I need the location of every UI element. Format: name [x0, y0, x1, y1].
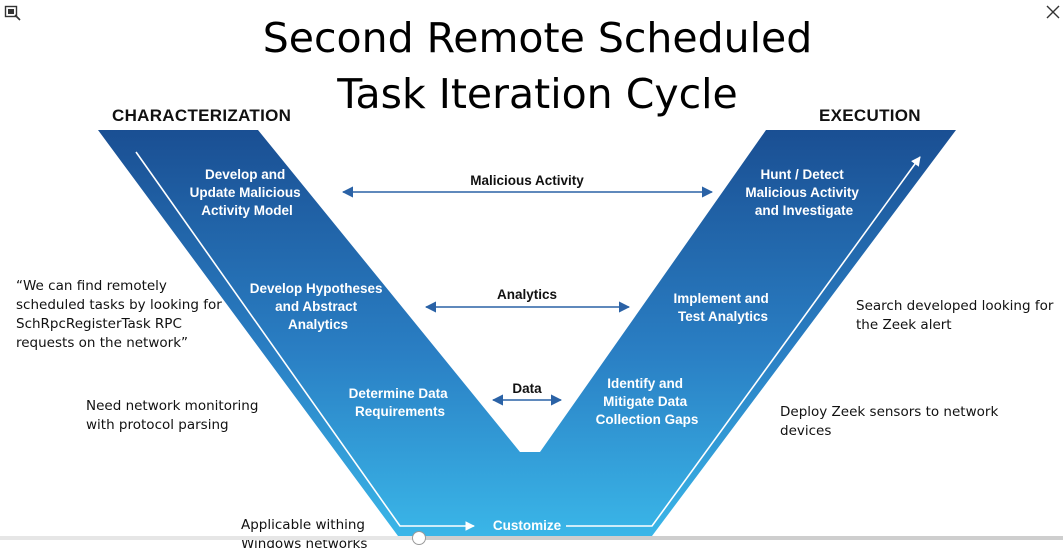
video-progress-bar[interactable] [0, 531, 1063, 545]
step-hunt-detect-line-1: Hunt / Detect [760, 167, 844, 182]
step-implement-test: Implement and Test Analytics [673, 291, 772, 324]
step-hunt-detect-line-3: and Investigate [755, 203, 854, 218]
note-quote: “We can find remotely scheduled tasks by… [16, 278, 222, 351]
step-develop-model-line-3: Activity Model [201, 203, 293, 218]
step-implement-test-line-1: Implement and [673, 291, 768, 306]
characterization-header: CHARACTERIZATION [112, 106, 292, 125]
note-network-monitoring: Need network monitoring with protocol pa… [86, 398, 259, 433]
step-identify-gaps-line-3: Collection Gaps [596, 412, 699, 427]
step-develop-hypotheses-line-2: and Abstract [275, 299, 358, 314]
step-develop-hypotheses-line-1: Develop Hypotheses [250, 281, 383, 296]
step-hunt-detect: Hunt / Detect Malicious Activity and Inv… [745, 167, 862, 218]
step-develop-hypotheses: Develop Hypotheses and Abstract Analytic… [250, 281, 387, 332]
slide-title-line-1: Second Remote Scheduled [262, 14, 813, 62]
note-search-zeek-alert: Search developed looking for the Zeek al… [856, 298, 1054, 333]
video-progress-fill [0, 536, 419, 540]
step-determine-data-line-1: Determine Data [349, 386, 449, 401]
label-customize: Customize [493, 518, 562, 533]
step-hunt-detect-line-2: Malicious Activity [745, 185, 859, 200]
select-region-icon[interactable] [4, 4, 22, 22]
note-deploy-zeek: Deploy Zeek sensors to network devices [780, 404, 999, 439]
flow-line-right [566, 156, 921, 527]
step-develop-hypotheses-line-3: Analytics [288, 317, 348, 332]
step-determine-data: Determine Data Requirements [349, 386, 452, 419]
slide-title-line-2: Task Iteration Cycle [337, 70, 738, 118]
step-develop-model-line-2: Update Malicious [190, 185, 301, 200]
step-develop-model-line-1: Develop and [205, 167, 285, 182]
step-identify-gaps: Identify and Mitigate Data Collection Ga… [596, 376, 699, 427]
video-progress-handle[interactable] [411, 531, 426, 545]
note-windows-networks: Applicable withing Windows networks [241, 517, 368, 552]
step-determine-data-line-2: Requirements [355, 404, 445, 419]
v-shape [98, 130, 956, 536]
step-identify-gaps-line-1: Identify and [607, 376, 683, 391]
step-identify-gaps-line-2: Mitigate Data [603, 394, 688, 409]
slide-title: Second Remote Scheduled Task Iteration C… [230, 10, 845, 122]
step-develop-model: Develop and Update Malicious Activity Mo… [190, 167, 305, 218]
label-malicious-activity: Malicious Activity [470, 173, 584, 188]
step-implement-test-line-2: Test Analytics [678, 309, 768, 324]
execution-header: EXECUTION [819, 106, 921, 125]
label-analytics: Analytics [497, 287, 557, 302]
flow-line-left [135, 151, 475, 531]
close-icon[interactable] [1045, 4, 1061, 20]
label-data: Data [512, 381, 542, 396]
